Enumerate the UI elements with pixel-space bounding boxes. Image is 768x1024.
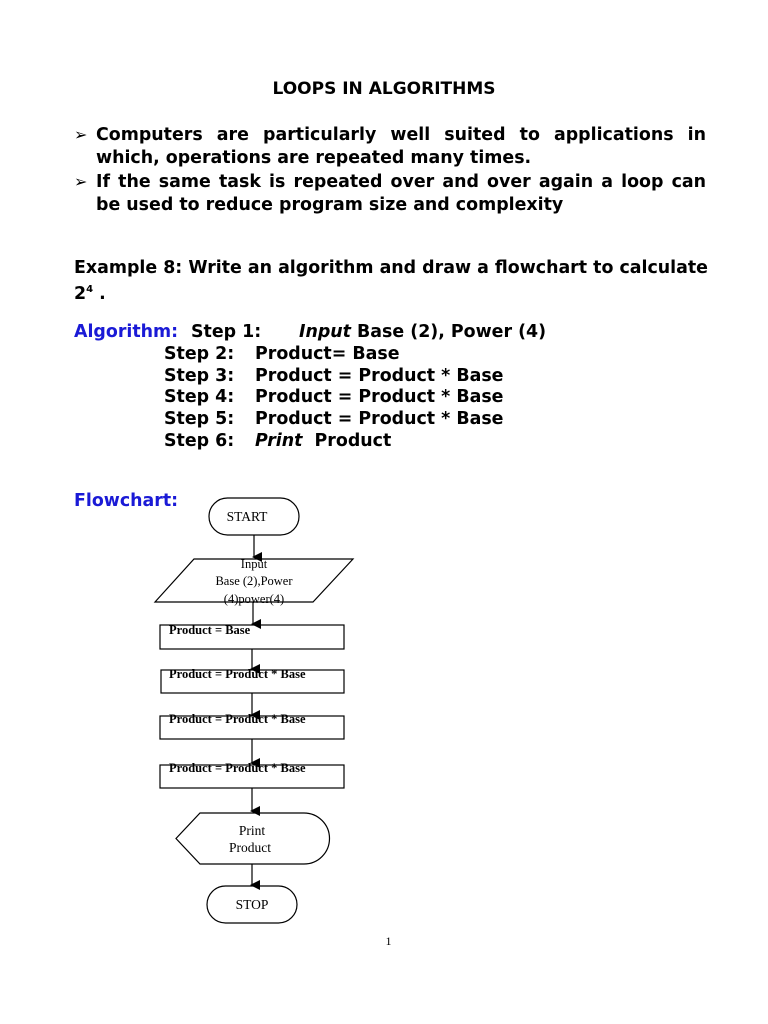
- page-title: LOOPS IN ALGORITHMS: [272, 79, 496, 99]
- step-value: Product = Product * Base: [255, 409, 504, 430]
- exponent: 4: [86, 284, 94, 295]
- example-text: Example 8: Write an algorithm and draw a…: [74, 258, 708, 304]
- step-text: Input Base (2), Power (4): [299, 322, 546, 344]
- step-value: Product: [302, 430, 392, 451]
- input-label-line: Base (2),Power: [215, 574, 293, 588]
- arrow-bullet-icon: ➢: [74, 172, 88, 191]
- output-label-line: Print: [239, 823, 266, 838]
- process-label: Product = Product * Base: [169, 712, 306, 726]
- step-label: Step 2:: [164, 343, 235, 364]
- bullet-item: ➢ If the same task is repeated over and o…: [74, 171, 706, 216]
- step-keyword: Print: [255, 430, 303, 451]
- step-value: Product = Product * Base: [255, 365, 504, 386]
- input-label-line: Input: [241, 557, 268, 571]
- process-label: Product = Product * Base: [169, 761, 306, 775]
- step-value: Product = Product * Base: [255, 387, 504, 408]
- output-label-line: Product: [229, 840, 271, 855]
- algorithm-label: Algorithm:: [74, 322, 179, 342]
- input-parallelogram: [153, 558, 355, 603]
- example-heading: Example 8: Write an algorithm and draw a…: [74, 257, 714, 305]
- page-number: 1: [385, 934, 392, 948]
- output-display: [175, 812, 331, 865]
- step-label: Step 3:: [164, 365, 235, 386]
- bullet-text: If the same task is repeated over and ov…: [96, 172, 706, 215]
- step-value: Base (2), Power (4): [351, 322, 547, 342]
- arrow-bullet-icon: ➢: [74, 125, 88, 144]
- example-suffix: .: [93, 284, 106, 304]
- step-label: Step 5:: [164, 409, 235, 430]
- process-label: Product = Base: [169, 623, 251, 637]
- start-label: START: [227, 509, 269, 524]
- flowchart-label: Flowchart:: [74, 491, 179, 511]
- process-label: Product = Product * Base: [169, 667, 306, 681]
- step-label: Step 6:: [164, 430, 235, 451]
- step-keyword: Input: [299, 322, 351, 342]
- step-label: Step 4:: [164, 387, 235, 408]
- step-value: Product= Base: [255, 343, 400, 364]
- bullet-list: ➢ Computers are particularly well suited …: [74, 124, 706, 218]
- step-label: Step 1:: [191, 322, 262, 342]
- bullet-item: ➢ Computers are particularly well suited …: [74, 124, 706, 169]
- bullet-text: Computers are particularly well suited t…: [96, 125, 706, 168]
- stop-label: STOP: [236, 897, 269, 912]
- input-label-line: (4)power(4): [224, 592, 284, 606]
- step-text: Print Product: [255, 431, 391, 453]
